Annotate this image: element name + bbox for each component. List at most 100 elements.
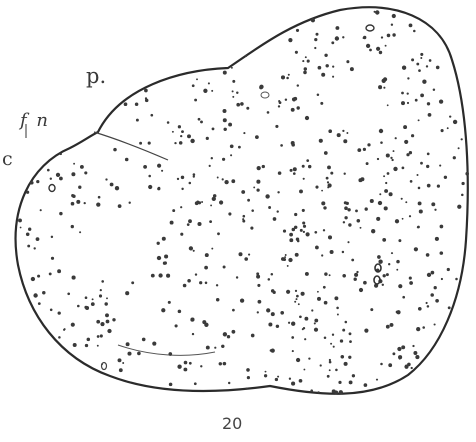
stipple-dot	[329, 369, 331, 371]
stipple-dot	[409, 24, 413, 28]
stipple-dot	[416, 63, 419, 66]
stipple-dot	[200, 120, 203, 123]
stipple-dot	[323, 286, 326, 289]
stipple-dot	[302, 221, 305, 224]
stipple-dot	[327, 181, 329, 183]
stipple-dot	[179, 141, 183, 145]
stipple-dot	[297, 84, 299, 86]
stipple-dot	[344, 216, 347, 219]
stipple-dot	[402, 167, 405, 170]
stipple-dot	[434, 209, 436, 211]
stipple-dot	[288, 258, 292, 262]
stipple-dot	[461, 138, 463, 140]
stipple-dot	[151, 274, 155, 278]
stipple-dot	[122, 362, 124, 364]
stipple-dot	[465, 172, 469, 176]
stipple-dot	[174, 142, 176, 144]
stipple-dot	[383, 87, 385, 89]
stipple-dot	[71, 172, 75, 176]
stipple-dot	[118, 358, 122, 362]
stipple-dot	[366, 162, 369, 165]
stipple-dot	[175, 324, 178, 327]
stipple-dot	[376, 217, 380, 221]
stipple-dot	[324, 54, 327, 57]
stipple-dot	[422, 326, 425, 329]
stipple-dot	[412, 345, 414, 347]
stipple-dot	[431, 202, 435, 206]
stipple-dot	[277, 376, 279, 378]
stipple-dot	[241, 190, 245, 194]
stipple-dot	[168, 301, 171, 304]
stipple-dot	[288, 38, 292, 42]
stipple-dot	[271, 273, 274, 276]
stipple-dot	[407, 77, 409, 79]
stipple-dot	[332, 334, 334, 336]
stipple-dot	[242, 218, 244, 220]
stipple-dot	[411, 367, 413, 369]
stipple-dot	[435, 299, 439, 303]
stipple-dot	[194, 382, 197, 385]
stipple-dot	[401, 198, 403, 200]
stipple-dot	[224, 180, 228, 184]
stipple-dot	[63, 329, 65, 331]
stipple-dot	[211, 157, 213, 159]
stipple-dot	[371, 229, 375, 233]
stipple-dot	[335, 391, 338, 394]
stipple-dot	[401, 101, 405, 105]
stipple-dot	[199, 281, 202, 284]
stipple-dot	[340, 339, 343, 342]
stipple-dot	[391, 252, 393, 254]
stipple-dot	[87, 338, 91, 342]
stipple-dot	[73, 343, 77, 347]
stipple-dot	[395, 219, 399, 223]
stipple-dot	[427, 273, 431, 277]
stipple-dot	[377, 158, 379, 160]
stipple-dot	[437, 185, 440, 188]
stipple-dot	[258, 300, 262, 304]
stipple-dot	[228, 123, 232, 127]
stipple-dot	[427, 102, 430, 105]
stipple-dot	[172, 131, 174, 133]
stipple-dot	[119, 368, 123, 372]
stipple-dot	[440, 225, 444, 229]
stipple-dot	[47, 169, 50, 172]
stipple-dot	[382, 284, 384, 286]
stipple-dot	[71, 323, 75, 327]
stipple-dot	[303, 369, 305, 371]
stipple-dot	[453, 120, 457, 124]
stipple-dot	[170, 221, 174, 225]
stipple-dot	[276, 325, 279, 328]
stipple-dot	[385, 45, 387, 47]
stipple-dot	[251, 334, 255, 338]
stipple-dot	[409, 277, 412, 280]
stipple-dot	[92, 298, 94, 300]
stipple-dot	[328, 235, 332, 239]
stipple-dot	[392, 352, 395, 355]
stipple-dot	[342, 36, 344, 38]
stipple-dot	[349, 332, 352, 335]
stipple-dot	[342, 130, 344, 132]
stipple-dot	[198, 118, 201, 121]
stipple-dot	[348, 356, 351, 359]
stipple-dot	[304, 338, 306, 340]
stipple-dot	[441, 129, 444, 132]
stipple-dot	[335, 26, 339, 30]
stipple-dot	[305, 56, 307, 58]
stipple-dot	[192, 84, 195, 87]
stipple-dot	[100, 322, 104, 326]
stipple-dot	[40, 209, 42, 211]
stipple-dot	[395, 137, 397, 139]
stipple-dot	[105, 178, 107, 180]
stipple-dot	[377, 255, 381, 259]
stipple-dot	[349, 340, 352, 343]
stipple-dot	[243, 215, 246, 218]
stipple-dot	[321, 201, 325, 205]
stipple-dot	[209, 165, 211, 167]
stipple-dot	[314, 328, 318, 332]
inner-boundary-line-lower	[118, 345, 215, 355]
stipple-dot	[417, 226, 419, 228]
stipple-dot	[78, 186, 81, 189]
stipple-dot	[26, 191, 29, 194]
stipple-dot	[223, 118, 227, 122]
